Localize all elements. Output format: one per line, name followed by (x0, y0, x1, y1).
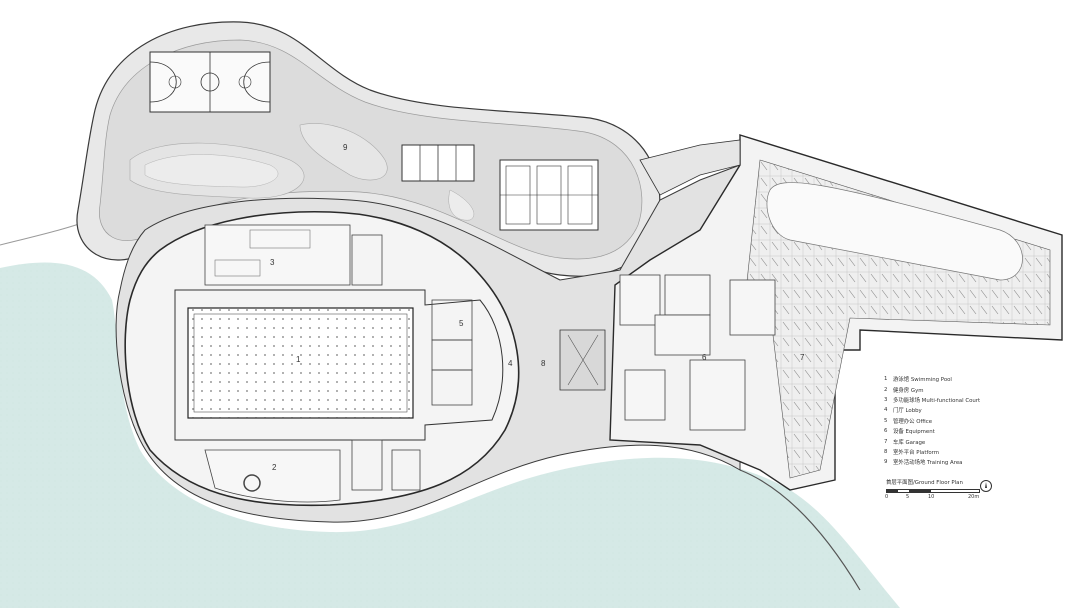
scale-label: 5 (906, 494, 910, 500)
room-number-9: 9 (343, 143, 348, 152)
scale-label: 20m (968, 494, 980, 500)
scale-bar: 0 5 10 20m (885, 480, 992, 506)
garage-ramp (766, 182, 1023, 281)
bank-edge (739, 469, 861, 591)
scale-label: 0 (885, 494, 889, 500)
room-number-6: 6 (702, 353, 707, 362)
room-number-3: 3 (270, 258, 275, 267)
room-number-1: 1 (296, 355, 301, 364)
room-number-4: 4 (508, 359, 513, 368)
room-number-7: 7 (800, 353, 805, 362)
volleyball-court (401, 144, 475, 182)
room-number-2: 2 (272, 463, 277, 472)
scale-bar-graphic (886, 489, 980, 493)
room-number-5: 5 (459, 319, 464, 328)
plan-title: 首层平面图/Ground Floor Plan (886, 480, 963, 486)
north-arrow-icon (980, 480, 992, 492)
swimming-pool (187, 307, 414, 419)
room-number-8: 8 (541, 359, 546, 368)
scale-label: 10 (928, 494, 935, 500)
tennis-courts (499, 159, 599, 231)
basketball-court (149, 51, 271, 113)
water-area (0, 262, 900, 608)
equipment-rooms (619, 274, 776, 431)
office-rooms (351, 234, 473, 491)
lobby-entrance (559, 329, 606, 391)
